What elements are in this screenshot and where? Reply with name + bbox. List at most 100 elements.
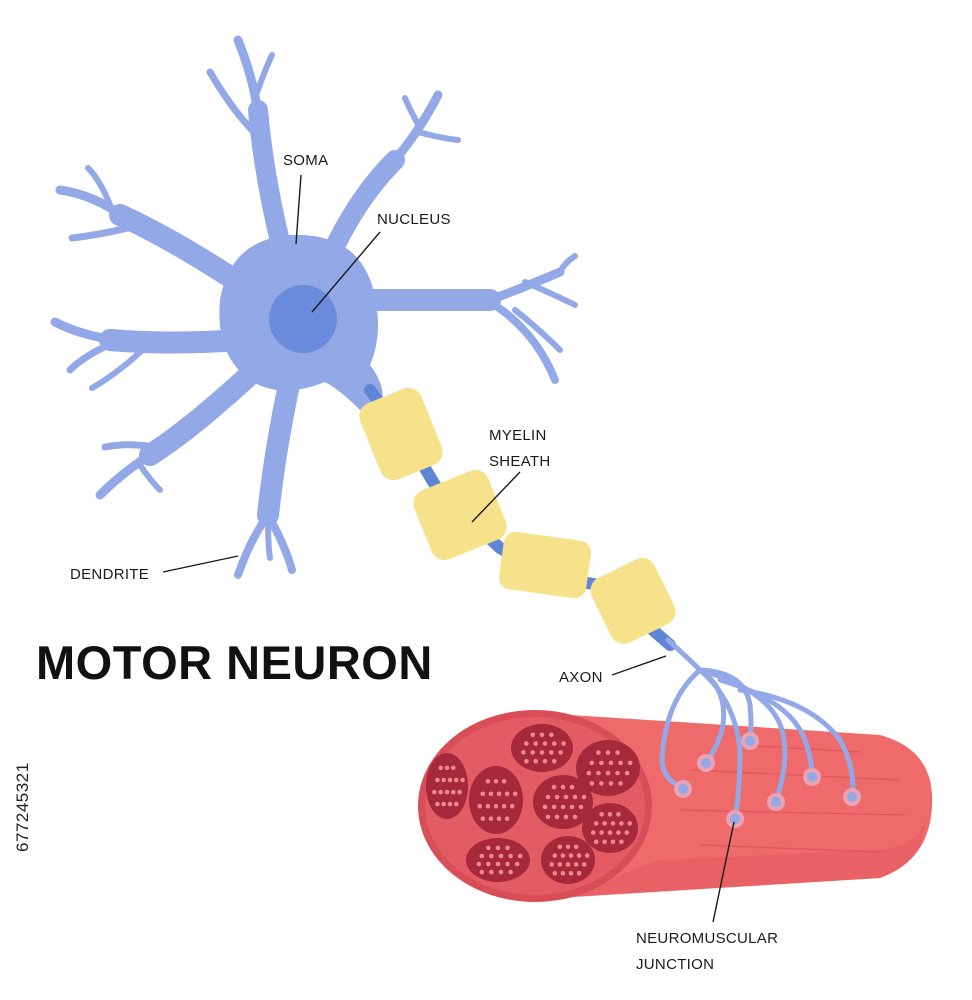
fascicle-dot bbox=[435, 777, 440, 783]
fascicle-dot bbox=[554, 814, 560, 820]
fascicle-dot bbox=[495, 861, 501, 867]
axon-terminals bbox=[659, 637, 856, 821]
fascicle-dot bbox=[584, 853, 590, 858]
fascicle-dot bbox=[504, 816, 510, 821]
fascicle-dot bbox=[438, 789, 444, 795]
fascicle-dot bbox=[607, 812, 613, 817]
fascicle-dot bbox=[593, 821, 599, 826]
fascicle-dot bbox=[539, 732, 545, 738]
fascicle-dot bbox=[552, 741, 557, 746]
fascicle-dot bbox=[599, 812, 604, 817]
fascicle-dot bbox=[572, 794, 578, 800]
fascicle-dot bbox=[615, 770, 620, 776]
fascicle-dot bbox=[549, 732, 554, 738]
nmj-label-line2: JUNCTION bbox=[636, 956, 714, 973]
fascicle-dot bbox=[560, 853, 566, 858]
fascicle-dot bbox=[607, 830, 613, 835]
fascicle-dot bbox=[576, 870, 582, 876]
fascicle-dot bbox=[586, 770, 592, 776]
fascicle-dot bbox=[618, 781, 623, 786]
fascicle-dot bbox=[560, 784, 566, 790]
fascicle-dot bbox=[596, 770, 601, 776]
nmj-label-line1: NEUROMUSCULAR bbox=[636, 930, 778, 947]
fascicle-dot bbox=[521, 750, 526, 755]
fascicle-dot bbox=[560, 804, 566, 810]
fascicle-dot bbox=[610, 821, 616, 826]
fascicle-dot bbox=[496, 791, 502, 797]
dendrite-branches bbox=[50, 35, 578, 579]
fascicle-dot bbox=[496, 816, 502, 821]
fascicle-dot bbox=[488, 791, 494, 797]
fascicle-dot bbox=[539, 750, 545, 755]
myelin-sheath bbox=[359, 387, 676, 644]
soma-label: SOMA bbox=[283, 152, 328, 169]
fascicle-dot bbox=[489, 853, 494, 859]
fascicle-dot bbox=[477, 803, 483, 809]
fascicle-dot bbox=[479, 853, 485, 859]
fascicle-dot bbox=[602, 821, 607, 826]
fascicle-dot bbox=[533, 758, 538, 764]
fascicle-dot bbox=[451, 765, 456, 771]
fascicle-dot bbox=[599, 830, 604, 835]
fascicle-dot bbox=[545, 794, 551, 800]
fascicle-dot bbox=[619, 839, 624, 845]
fascicle-dot bbox=[624, 770, 630, 776]
fascicle-dot bbox=[488, 816, 494, 821]
fascicle-dot bbox=[590, 830, 596, 835]
fascicle-dots bbox=[432, 732, 633, 876]
fascicle-dot bbox=[479, 869, 485, 875]
fascicle-dot bbox=[593, 839, 599, 845]
fascicle-dot bbox=[517, 853, 523, 859]
fascicle-dot bbox=[549, 862, 555, 867]
fascicle-dot bbox=[504, 791, 510, 797]
fascicle-dot bbox=[498, 869, 504, 875]
nucleus-leader-line bbox=[311, 231, 381, 313]
diagram-title: MOTOR NEURON bbox=[36, 636, 433, 689]
fascicle-dot bbox=[618, 760, 623, 766]
fascicle-dot bbox=[589, 760, 595, 766]
fascicle-dot bbox=[565, 844, 571, 850]
fascicle-dot bbox=[545, 814, 551, 820]
fascicle-dot bbox=[581, 862, 587, 867]
fascicle-dot bbox=[624, 830, 630, 835]
fascicle-dot bbox=[557, 862, 563, 867]
fascicle-dot bbox=[551, 784, 557, 790]
fascicle-dot bbox=[602, 839, 607, 845]
fascicle-dot bbox=[441, 777, 447, 783]
fascicle-dot bbox=[565, 862, 571, 867]
fascicle-dot bbox=[610, 839, 616, 845]
muscle-fiber bbox=[418, 710, 933, 902]
fascicle-dot bbox=[441, 801, 447, 807]
fascicle-dot bbox=[554, 794, 560, 800]
fascicle-dot bbox=[501, 779, 507, 784]
fascicle-dot bbox=[596, 750, 601, 755]
nucleus-label: NUCLEUS bbox=[377, 211, 451, 228]
muscle-striations bbox=[679, 744, 906, 853]
fascicle-dot bbox=[451, 789, 456, 795]
fascicle-dot bbox=[444, 765, 450, 771]
fascicle-dot bbox=[573, 862, 579, 867]
axon-leader-line bbox=[611, 655, 667, 676]
fascicle-dot bbox=[627, 821, 633, 826]
fascicle-dot bbox=[552, 853, 558, 858]
fascicle-dot bbox=[569, 804, 575, 810]
dendrite-leader-line bbox=[162, 555, 239, 573]
fascicle-dot bbox=[480, 791, 486, 797]
fascicle-dot bbox=[605, 770, 611, 776]
fascicle-dot bbox=[616, 812, 621, 817]
fascicle-dot bbox=[605, 750, 611, 755]
nmj-leader-line bbox=[712, 821, 735, 923]
fascicle-dot bbox=[572, 814, 578, 820]
fascicle-dot bbox=[563, 794, 569, 800]
fascicle-dot bbox=[563, 814, 569, 820]
fascicle-dot bbox=[493, 779, 499, 784]
fascicle-dot bbox=[581, 794, 587, 800]
fascicle-dot bbox=[485, 803, 491, 809]
fascicle-dot bbox=[542, 741, 548, 746]
myelin-leader-line bbox=[471, 471, 521, 523]
fascicle-dot bbox=[460, 777, 465, 783]
fascicle-dot bbox=[568, 853, 574, 858]
fascicle-dot bbox=[435, 801, 440, 807]
fascicle-dot bbox=[573, 844, 579, 850]
